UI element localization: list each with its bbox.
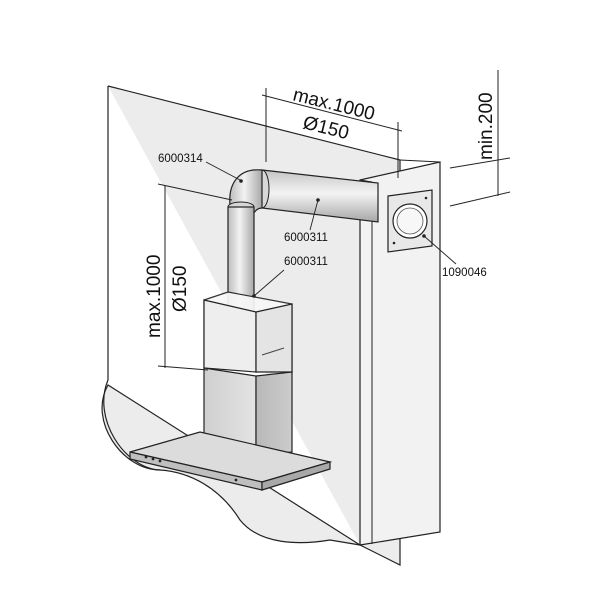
wall-outlet-leader-dot — [422, 234, 426, 238]
wall-outlet — [387, 189, 433, 253]
elbow-leader — [205, 161, 241, 181]
vertical-duct-leader-dot — [252, 294, 256, 298]
wall-outlet-leader — [423, 235, 457, 265]
chimney-cover — [203, 291, 293, 457]
hood-canopy — [129, 431, 333, 491]
vertical-dimension — [157, 183, 233, 371]
horizontal-dimension — [261, 88, 403, 178]
vertical-diameter-label: Ø150 — [170, 266, 191, 312]
wall-offset-dimension — [449, 70, 511, 207]
vertical-max-label: max.1000 — [144, 255, 165, 338]
vertical-duct-leader — [253, 269, 285, 297]
horizontal-duct-leader — [309, 199, 319, 231]
elbow-leader-dot — [239, 179, 243, 183]
horizontal-duct-leader-dot — [316, 198, 320, 202]
horizontal-duct-part-label: 6000311 — [284, 232, 328, 244]
wall-offset-label: min.200 — [476, 92, 497, 160]
wall-outlet-part-label: 1090046 — [442, 267, 487, 279]
side-wall — [359, 159, 441, 546]
vertical-duct-part-label: 6000311 — [284, 256, 328, 268]
elbow-part-label: 6000314 — [158, 153, 203, 165]
